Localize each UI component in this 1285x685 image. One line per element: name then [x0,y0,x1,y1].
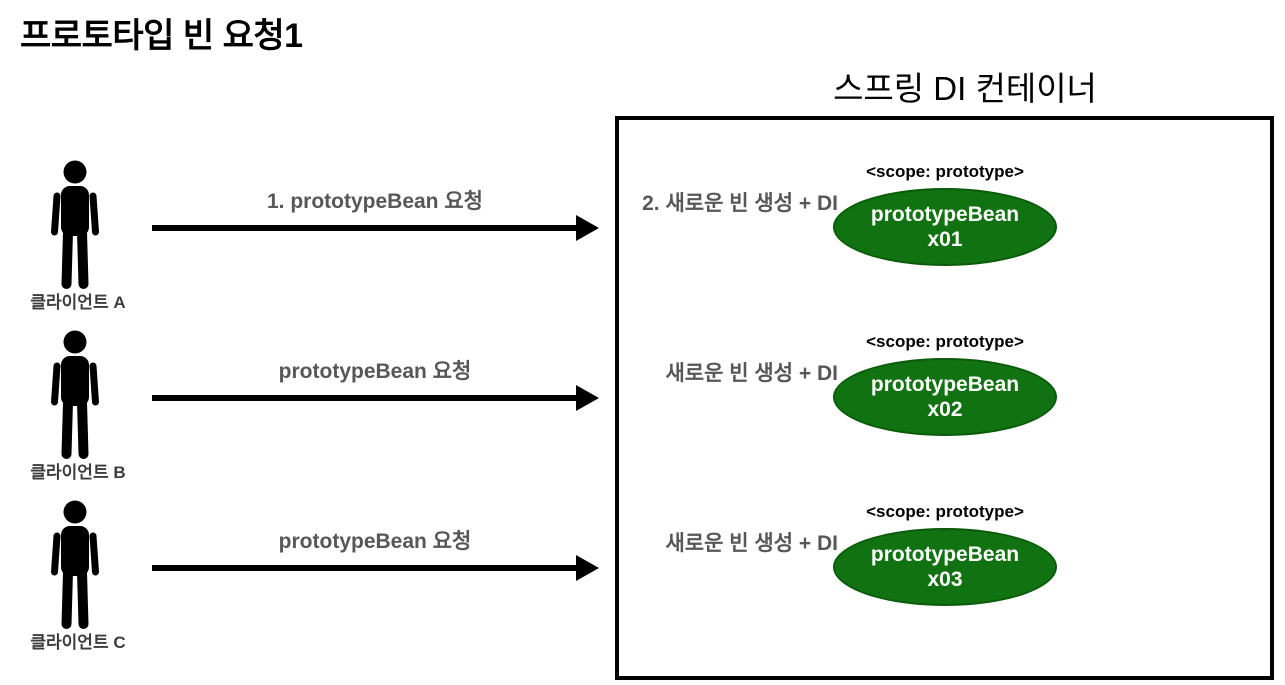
page-title: 프로토타입 빈 요청1 [20,17,303,55]
arrow-head-icon [576,555,599,581]
bean-instance: x01 [927,228,963,251]
bean-instance: x02 [927,398,963,421]
container-title: 스프링 DI 컨테이너 [833,70,1097,107]
bean-instance: x03 [927,568,963,591]
request-arrow [152,225,578,231]
client-label: 클라이언트 C [30,633,126,652]
bean-creation-label: 새로운 빈 생성 + DI [665,362,838,385]
scope-label: <scope: prototype> [866,502,1024,521]
client-label: 클라이언트 A [30,293,126,312]
scope-label: <scope: prototype> [866,162,1024,181]
bean-creation-label: 새로운 빈 생성 + DI [665,532,838,555]
request-row-c: 클라이언트 C prototypeBean 요청 새로운 빈 생성 + DI <… [0,490,1285,660]
request-arrow-label: prototypeBean 요청 [278,360,472,383]
client-label: 클라이언트 B [30,463,126,482]
prototype-bean-ellipse: prototypeBean x02 [833,358,1057,436]
prototype-bean-ellipse: prototypeBean x01 [833,188,1057,266]
request-arrow [152,565,578,571]
bean-creation-label: 2. 새로운 빈 생성 + DI [642,192,838,215]
request-row-b: 클라이언트 B prototypeBean 요청 새로운 빈 생성 + DI <… [0,320,1285,490]
bean-name: prototypeBean [870,373,1020,396]
client-person-icon [51,330,99,459]
bean-name: prototypeBean [870,543,1020,566]
prototype-bean-ellipse: prototypeBean x03 [833,528,1057,606]
arrow-head-icon [576,385,599,411]
client-person-icon [51,160,99,289]
client-person-icon [51,500,99,629]
arrow-head-icon [576,215,599,241]
request-row-a: 클라이언트 A 1. prototypeBean 요청 2. 새로운 빈 생성 … [0,150,1285,320]
scope-label: <scope: prototype> [866,332,1024,351]
request-arrow [152,395,578,401]
request-arrow-label: prototypeBean 요청 [278,530,472,553]
bean-name: prototypeBean [870,203,1020,226]
request-arrow-label: 1. prototypeBean 요청 [266,190,483,213]
